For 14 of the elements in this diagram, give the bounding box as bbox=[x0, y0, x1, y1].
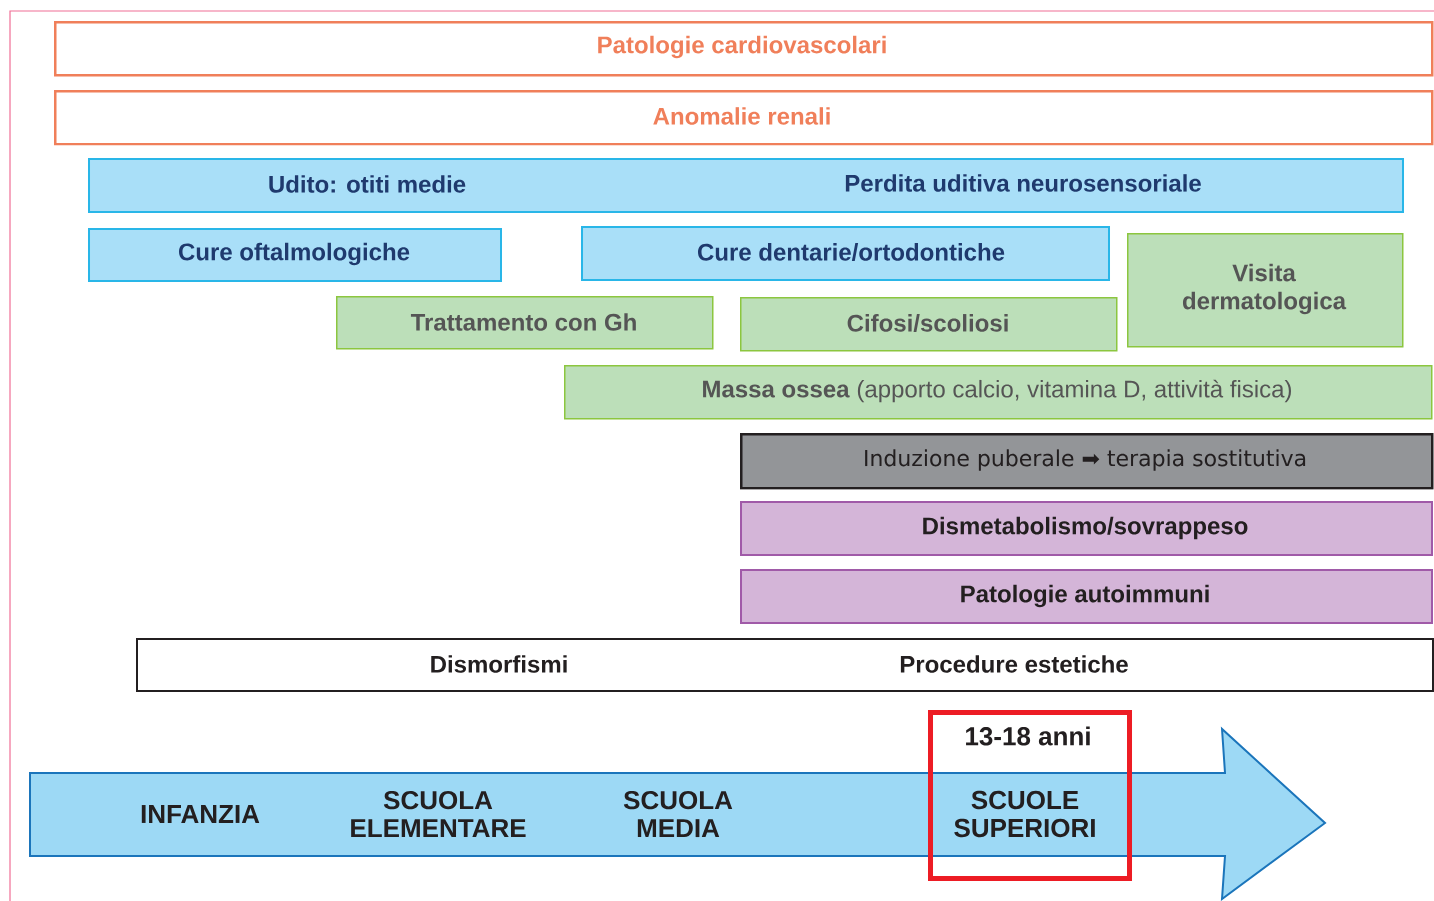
category-box: Dismorfismi Procedure estetiche bbox=[136, 638, 1434, 692]
category-box: Massa ossea (apporto calcio, vitamina D, attività fisica) bbox=[564, 365, 1433, 420]
category-box: Visita dermatologica bbox=[1127, 233, 1404, 348]
category-box: Cure dentarie/ortodontiche bbox=[581, 226, 1110, 281]
category-box: Cifosi/scoliosi bbox=[740, 297, 1118, 352]
category-box: Patologie cardiovascolari bbox=[54, 21, 1434, 77]
category-box: Cure oftalmologiche bbox=[88, 228, 502, 282]
category-box: Patologie autoimmuni bbox=[740, 569, 1433, 624]
category-box: Udito: otiti medie Perdita uditiva neurosensoriale bbox=[88, 158, 1404, 213]
category-box: Dismetabolismo/sovrappeso bbox=[740, 501, 1433, 556]
highlight-frame: 13-18 anni SCUOLE SUPERIORI bbox=[928, 710, 1132, 881]
category-box: Anomalie renali bbox=[54, 90, 1434, 146]
category-box: Trattamento con Gh bbox=[336, 296, 714, 350]
category-box: Induzione puberale ➡ terapia sostitutiva bbox=[740, 433, 1434, 490]
